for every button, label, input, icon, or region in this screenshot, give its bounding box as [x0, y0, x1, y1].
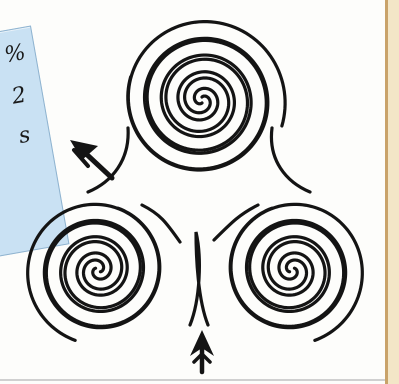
center-cusp — [190, 232, 208, 325]
bottom-right-spiral — [230, 204, 362, 340]
left-inner-connector — [142, 205, 180, 242]
entry-arrow — [190, 330, 214, 372]
exit-arrow — [70, 140, 112, 178]
frame-edge — [385, 0, 399, 384]
top-spiral — [128, 22, 285, 170]
bottom-left-spiral — [28, 204, 160, 340]
right-outer-connector — [271, 128, 310, 192]
spiral-top-arm-1 — [128, 22, 285, 169]
